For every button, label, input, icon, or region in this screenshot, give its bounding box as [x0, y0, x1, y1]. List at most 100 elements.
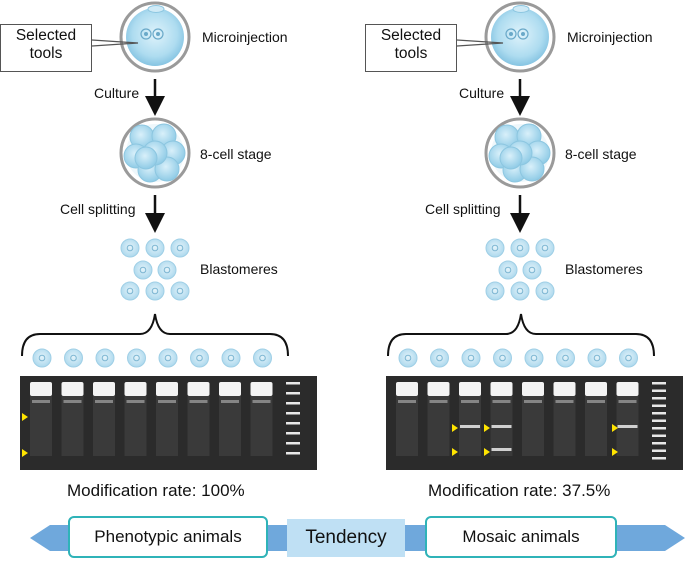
- ladder-band: [652, 412, 666, 415]
- blastomeres-label: Blastomeres: [565, 261, 643, 277]
- blastomere-icon: [510, 238, 530, 258]
- ladder-band: [652, 427, 666, 430]
- gel-band: [61, 382, 84, 396]
- ladder-band: [652, 457, 666, 460]
- gel-band: [491, 448, 512, 451]
- blastomere-icon: [485, 238, 505, 258]
- blastomere-row: [32, 348, 272, 368]
- blastomere-icon: [127, 348, 146, 368]
- ladder-band: [652, 434, 666, 437]
- injection-needle-icon: [456, 39, 504, 47]
- blastomere-icon: [461, 348, 481, 368]
- blastomere-icon: [522, 260, 542, 280]
- band-marker-arrow-icon: [452, 448, 458, 456]
- blastomere-icon: [221, 348, 241, 368]
- eight-cell-embryo-icon: [119, 117, 191, 189]
- blastomeres-cluster: [120, 238, 190, 301]
- gel-band: [617, 425, 638, 428]
- band-marker-arrow-icon: [22, 449, 28, 457]
- gel-band: [396, 382, 418, 396]
- blastomeres-cluster: [485, 238, 555, 301]
- panel-right: [386, 1, 683, 470]
- band-marker-arrow-icon: [484, 448, 490, 456]
- blastomere-icon: [398, 348, 418, 368]
- blastomere-icon: [587, 348, 607, 368]
- blastomere-icon: [619, 348, 638, 368]
- gel-band: [490, 382, 513, 396]
- gel-image: [386, 376, 683, 470]
- gel-band: [427, 382, 450, 396]
- ladder-band: [652, 389, 666, 392]
- ladder-band: [652, 419, 666, 422]
- ladder-band: [652, 382, 666, 385]
- tendency-label: Tendency: [287, 519, 405, 557]
- blastomere-icon: [498, 260, 518, 280]
- tools-text: Selected tools: [15, 27, 77, 62]
- blastomere-icon: [430, 348, 449, 368]
- band-marker-arrow-icon: [612, 448, 618, 456]
- brace: [21, 313, 289, 357]
- band-marker-arrow-icon: [612, 424, 618, 432]
- brace: [387, 313, 655, 357]
- gel-band: [187, 382, 210, 396]
- ladder-band: [286, 412, 300, 415]
- blastomere-icon: [556, 348, 575, 368]
- tools-text: Selected tools: [380, 27, 442, 62]
- gel-band: [156, 382, 178, 396]
- microinjection-label: Microinjection: [567, 29, 653, 45]
- gel-band: [124, 382, 147, 396]
- blastomere-icon: [133, 260, 153, 280]
- ladder-band: [652, 397, 666, 400]
- ladder-band: [652, 442, 666, 445]
- ladder-band: [652, 404, 666, 407]
- modification-rate-label: Modification rate: 100%: [67, 481, 245, 500]
- gel-band: [553, 382, 576, 396]
- blastomere-icon: [120, 281, 140, 301]
- ladder-band: [286, 402, 300, 405]
- gel-band: [93, 382, 115, 396]
- blastomere-icon: [253, 348, 272, 368]
- blastomeres-label: Blastomeres: [200, 261, 278, 277]
- blastomere-icon: [485, 281, 505, 301]
- blastomere-icon: [190, 348, 209, 368]
- gel-image: [20, 376, 317, 470]
- blastomere-icon: [145, 238, 165, 258]
- eight-cell-label: 8-cell stage: [200, 146, 272, 162]
- zygote-icon: [484, 1, 556, 73]
- gel-band: [460, 425, 480, 428]
- modification-rate-label: Modification rate: 37.5%: [428, 481, 611, 500]
- eight-cell-label: 8-cell stage: [565, 146, 637, 162]
- ladder-band: [286, 382, 300, 385]
- blastomere-icon: [535, 238, 555, 258]
- blastomere-icon: [493, 348, 512, 368]
- blastomere-icon: [510, 281, 530, 301]
- cell-splitting-label: Cell splitting: [425, 201, 501, 217]
- ladder-band: [286, 442, 300, 445]
- blastomere-icon: [170, 238, 190, 258]
- band-marker-arrow-icon: [452, 424, 458, 432]
- band-marker-arrow-icon: [484, 424, 490, 432]
- blastomere-icon: [170, 281, 190, 301]
- blastomere-icon: [120, 238, 140, 258]
- gel-band: [30, 382, 52, 396]
- gel-band: [522, 382, 544, 396]
- blastomere-icon: [145, 281, 165, 301]
- eight-cell-embryo-icon: [484, 117, 556, 189]
- mosaic-animals-label: Mosaic animals: [425, 516, 617, 558]
- ladder-band: [652, 449, 666, 452]
- zygote-icon: [119, 1, 191, 73]
- ladder-band: [286, 432, 300, 435]
- blastomere-icon: [64, 348, 83, 368]
- gel-band: [219, 382, 241, 396]
- blastomere-icon: [158, 348, 178, 368]
- selected-tools-label: Selected tools: [0, 24, 92, 72]
- panel-left: [20, 1, 317, 470]
- ladder-band: [286, 422, 300, 425]
- blastomere-icon: [535, 281, 555, 301]
- gel-band: [459, 382, 481, 396]
- gel-band: [491, 425, 512, 428]
- cell-splitting-label: Cell splitting: [60, 201, 136, 217]
- band-marker-arrow-icon: [22, 413, 28, 421]
- gel-band: [585, 382, 607, 396]
- culture-label: Culture: [94, 85, 140, 101]
